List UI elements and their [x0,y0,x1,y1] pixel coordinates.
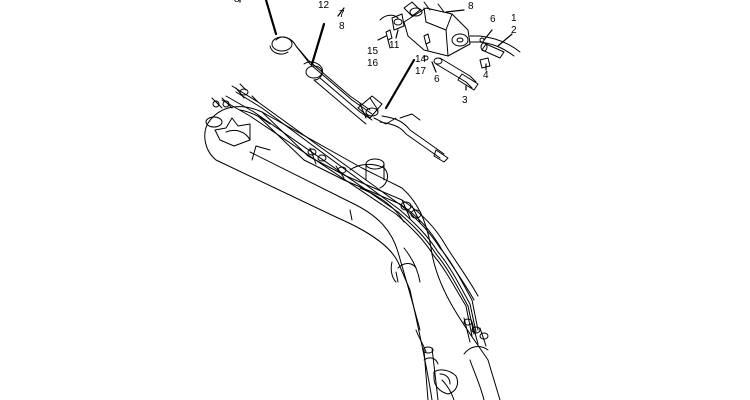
callout-8: 8 [339,21,345,32]
callout-16: 16 [367,58,379,69]
callout-4: 4 [483,70,489,81]
callout-7: 7 [339,9,345,20]
leader-lines [239,0,513,110]
callout-15: 15 [367,46,379,57]
callout-14: 14 [415,54,427,65]
callout-6-right: 6 [490,14,496,25]
callout-17: 17 [415,66,427,77]
callout-2: 2 [511,25,517,36]
callout-11: 11 [389,40,400,51]
boom-arm [204,106,501,400]
boom-hoses [211,83,489,347]
callout-6: 6 [434,74,440,85]
callout-12: 12 [318,0,330,11]
callout-8-right: 8 [468,1,474,12]
callout-1: 1 [511,13,517,24]
coupling-assembly [379,1,521,91]
callout-8-partial: 8 [234,0,240,5]
upper-cylinder-line [269,36,449,163]
callout-3: 3 [462,95,468,106]
